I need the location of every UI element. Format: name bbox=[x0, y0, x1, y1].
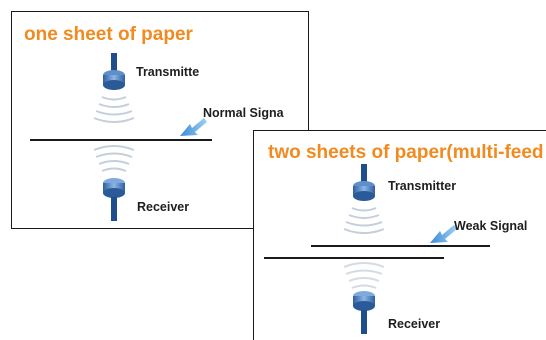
transmitter-label: Transmitter bbox=[388, 179, 456, 193]
panel-single-title: one sheet of paper bbox=[24, 24, 194, 45]
panel-double-sheet: two sheets of paper(multi-feed Transmitt… bbox=[253, 130, 546, 340]
receiver-label: Receiver bbox=[137, 200, 189, 214]
panel-single-sheet: one sheet of paper Transmitte Normal Sig… bbox=[11, 11, 309, 229]
panel-double-frame bbox=[253, 130, 546, 340]
signal-label: Weak Signal bbox=[454, 219, 527, 233]
panel-double-title: two sheets of paper(multi-feed bbox=[268, 142, 544, 163]
signal-label: Normal Signa bbox=[203, 106, 285, 120]
receiver-label: Receiver bbox=[388, 317, 440, 331]
transmitter-label: Transmitte bbox=[136, 65, 199, 79]
